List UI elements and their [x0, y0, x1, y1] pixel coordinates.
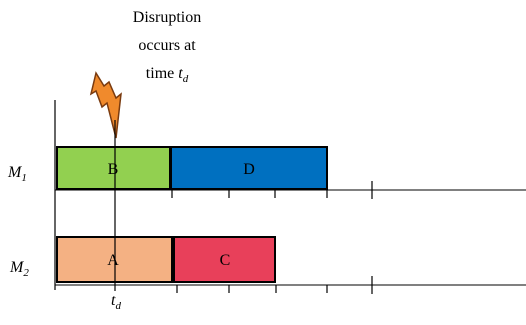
- annotation-time-var: t: [178, 65, 183, 82]
- m2-ticks: [176, 276, 373, 294]
- job-a-label: A: [107, 252, 119, 269]
- machine-m2-sub: 2: [23, 267, 29, 279]
- lightning-bolt-icon: [89, 71, 122, 139]
- td-var: t: [111, 292, 116, 309]
- annotation-line-1: Disruption: [133, 9, 201, 26]
- td-axis-label: td: [111, 292, 121, 312]
- annotation-line-2: occurs at: [138, 37, 196, 54]
- machine-m2-name: M: [9, 259, 25, 276]
- job-b-label: B: [108, 161, 119, 178]
- machine-m2-label: M2: [9, 259, 29, 279]
- machine-m1-label: M1: [7, 164, 27, 184]
- job-b-block: [56, 146, 171, 190]
- machine-m1-sub: 1: [21, 172, 27, 184]
- job-c-label: C: [220, 252, 231, 269]
- job-d-block: [170, 146, 328, 190]
- annotation-line-3: time td: [146, 65, 189, 85]
- td-sub: d: [115, 300, 121, 312]
- annotation-time-word: time: [146, 65, 178, 82]
- job-d-label: D: [243, 161, 255, 178]
- annotation-time-sub: d: [183, 73, 189, 85]
- job-c-block: [173, 236, 276, 283]
- m1-ticks: [171, 181, 373, 199]
- machine-m1-name: M: [7, 164, 23, 181]
